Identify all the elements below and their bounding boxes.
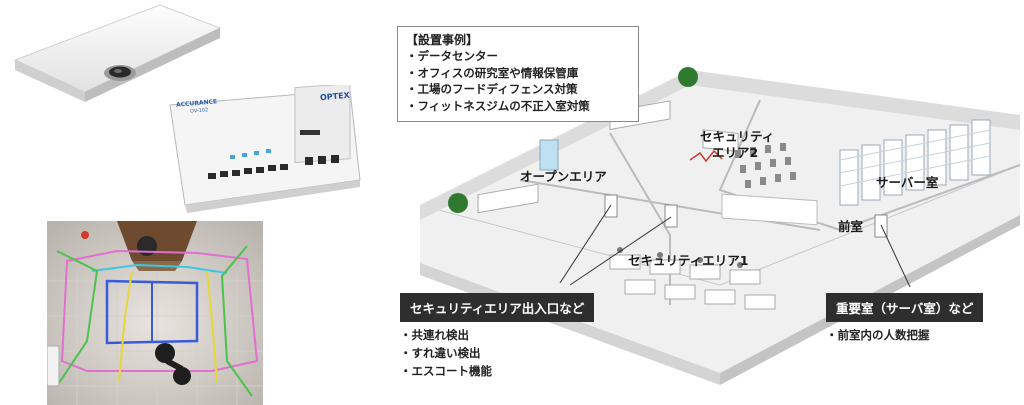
area-label-security-2-line1: セキュリティ <box>700 129 775 144</box>
area-label-open: オープンエリア <box>520 169 607 184</box>
ceiling-sensor-image <box>13 4 222 102</box>
area-label-security-2-line2: エリア2 <box>712 145 759 160</box>
cases-title: 【設置事例】 <box>406 33 479 47</box>
area-label-server-room: サーバー室 <box>876 175 939 190</box>
feature-item: ・前室内の人数把握 <box>826 328 930 342</box>
feature-item: ・エスコート機能 <box>400 364 492 378</box>
area-label-security-1: セキュリティエリア1 <box>628 253 749 268</box>
callout-entrance-label: セキュリティエリア出入口など <box>400 293 595 322</box>
entrance-feature-list: ・共連れ検出 ・すれ違い検出 ・エスコート機能 <box>400 326 492 380</box>
case-item: ・オフィスの研究室や情報保管庫 <box>406 65 579 80</box>
installation-cases-box: 【設置事例】 ・データセンター ・オフィスの研究室や情報保管庫 ・工場のフードデ… <box>397 26 639 122</box>
overhead-camera-image <box>47 221 263 405</box>
feature-item: ・共連れ検出 <box>400 328 469 342</box>
case-item: ・データセンター <box>406 49 498 63</box>
controller-panel-image <box>169 85 361 213</box>
case-item: ・フィットネスジムの不正入室対策 <box>406 98 590 113</box>
callout-important-room-label: 重要室（サーバ室）など <box>826 293 984 322</box>
important-room-feature-list: ・前室内の人数把握 <box>826 326 930 344</box>
area-label-anteroom: 前室 <box>838 219 864 234</box>
case-item: ・工場のフードディフェンス対策 <box>406 82 578 96</box>
feature-item: ・すれ違い検出 <box>400 346 481 360</box>
